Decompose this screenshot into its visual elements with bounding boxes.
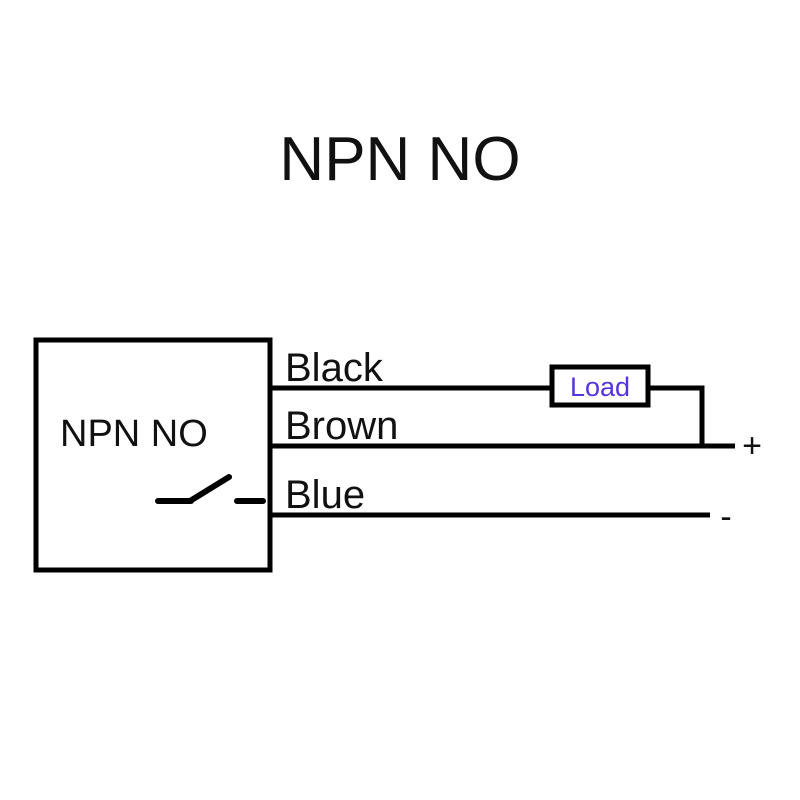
sensor-body bbox=[33, 337, 273, 573]
wire-label-brown: Brown bbox=[285, 404, 398, 448]
wire-label-blue: Blue bbox=[285, 473, 365, 517]
load-return-wire bbox=[648, 385, 705, 446]
diagram-title: NPN NO bbox=[279, 125, 520, 194]
sensor-label: NPN NO bbox=[60, 413, 208, 455]
terminal-label-negative: - bbox=[720, 498, 731, 536]
load-body bbox=[549, 364, 651, 408]
terminal-label-positive: + bbox=[742, 427, 762, 465]
load-label: Load bbox=[570, 372, 630, 402]
normally-open-switch-icon bbox=[155, 474, 266, 504]
wire-label-black: Black bbox=[285, 346, 384, 390]
